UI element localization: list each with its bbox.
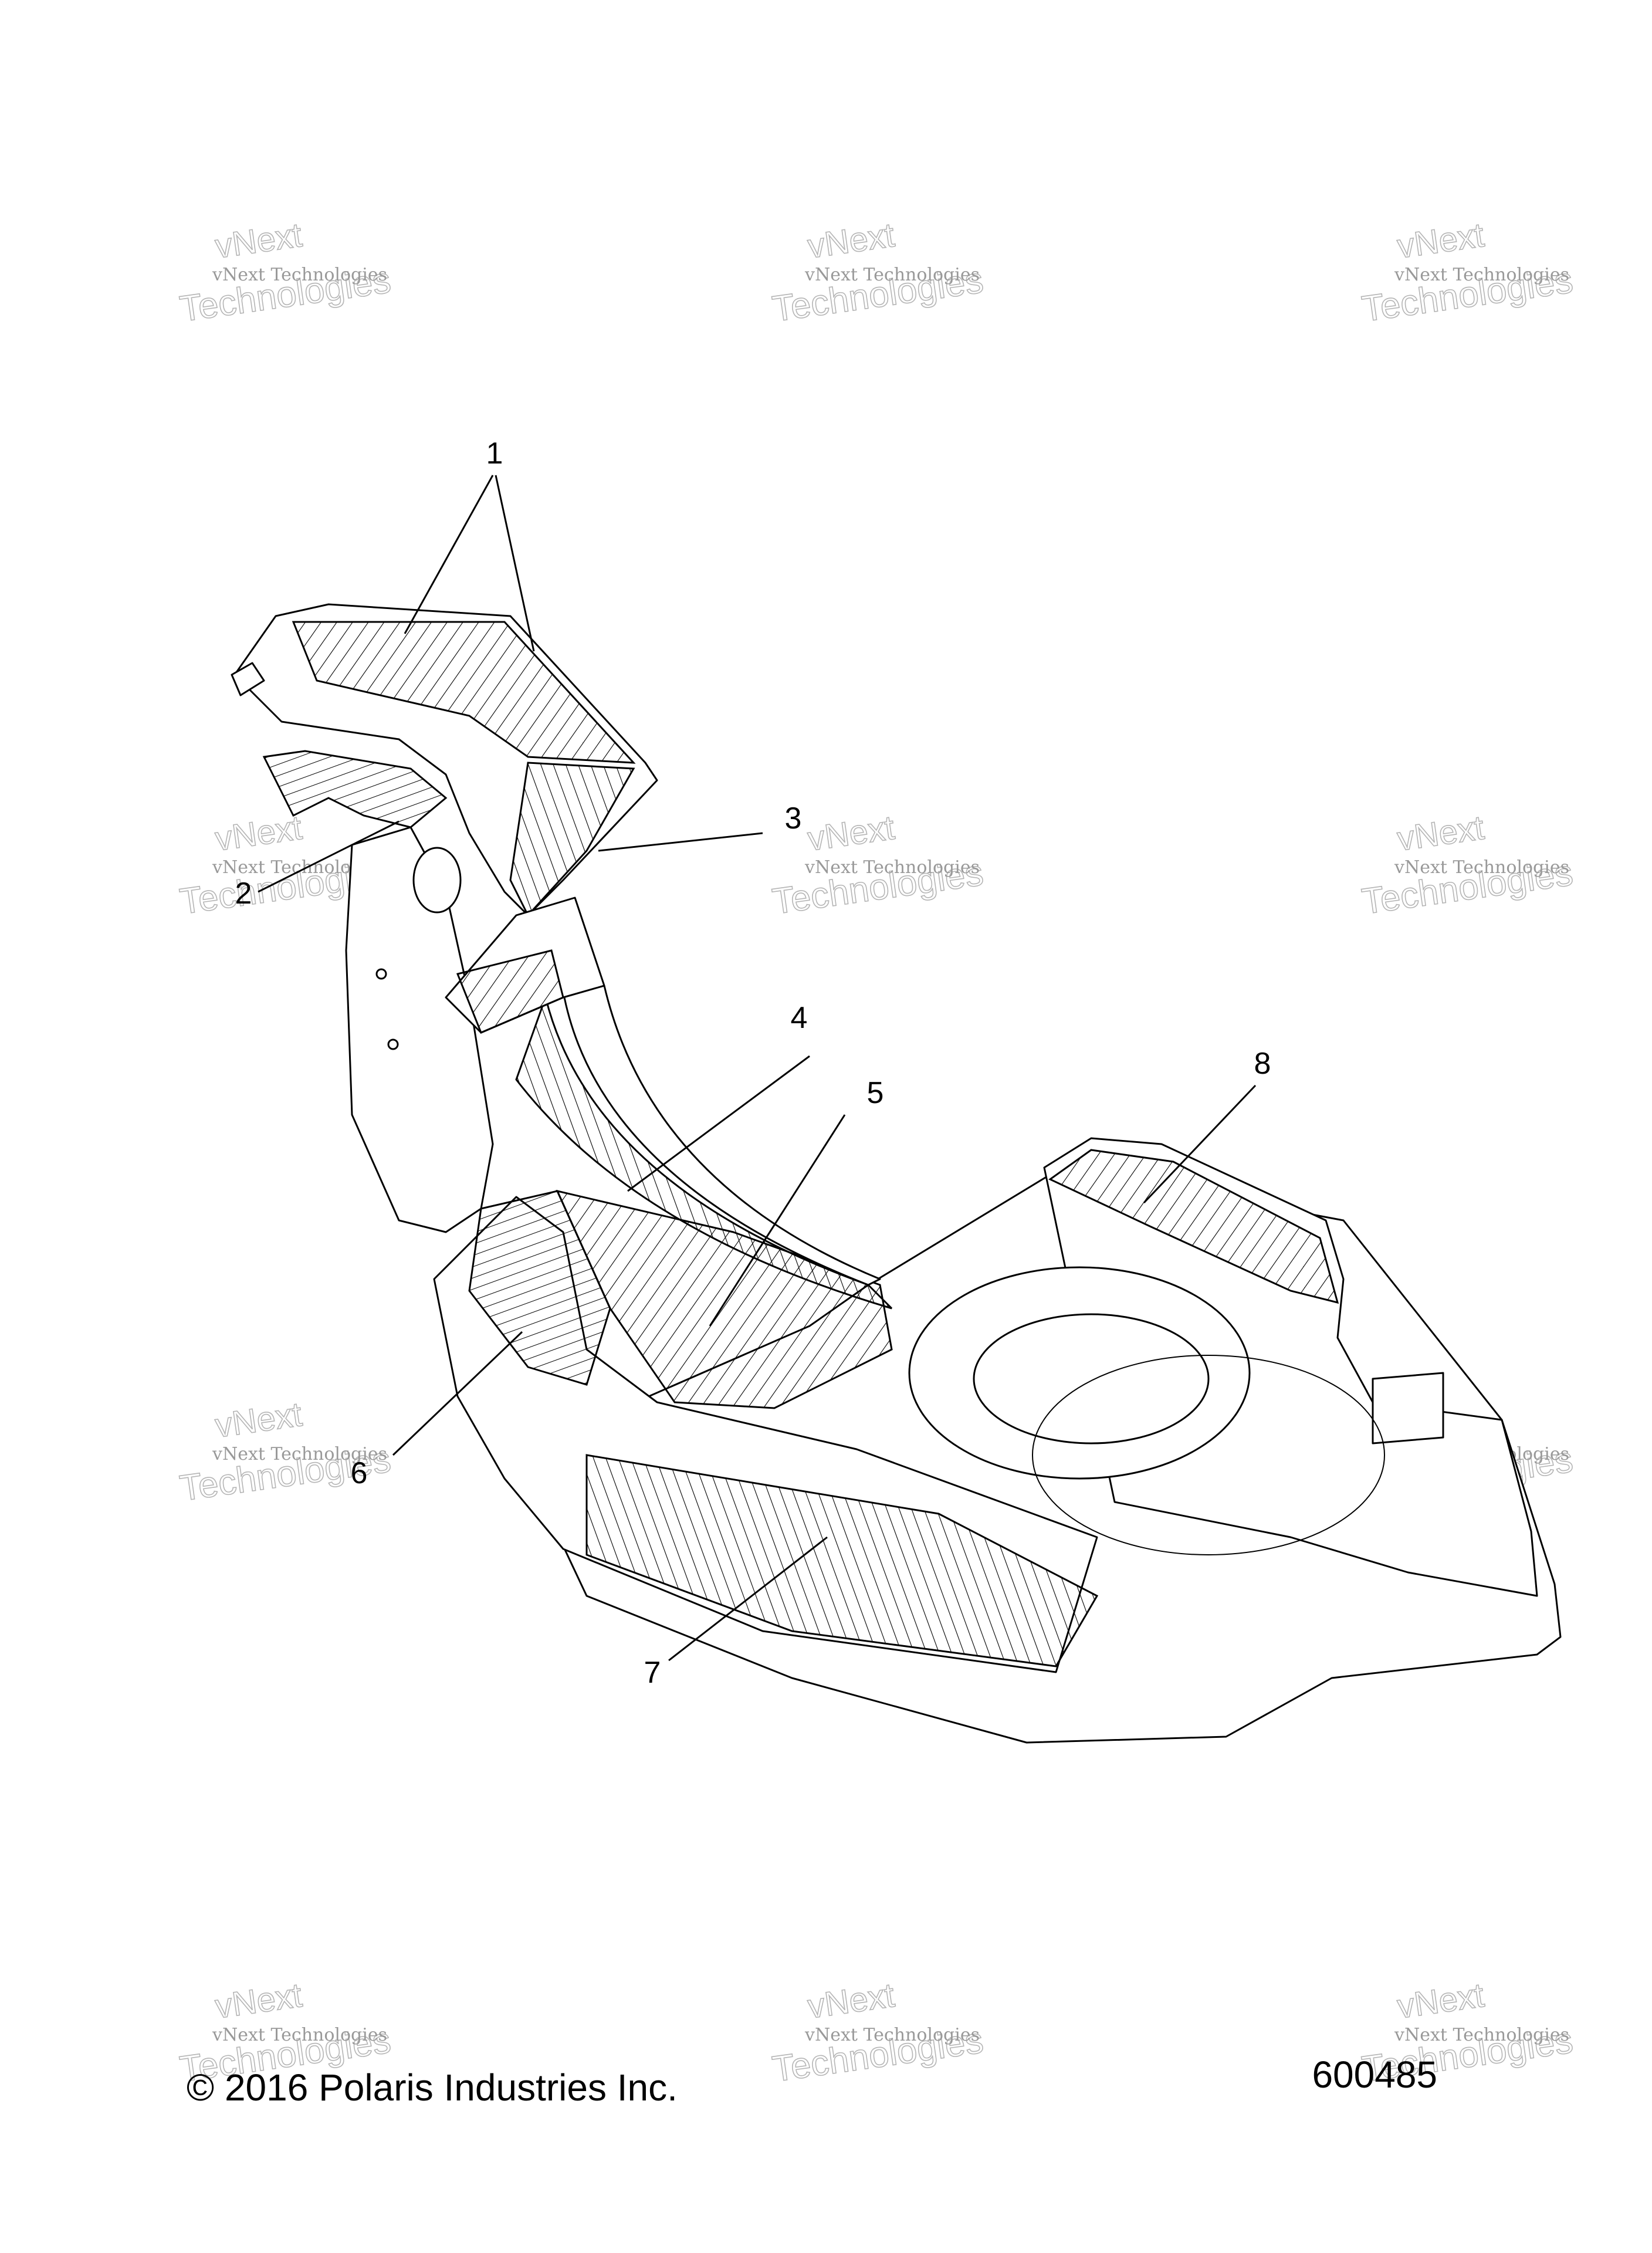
part-3-duct-lower bbox=[509, 762, 635, 917]
watermark-line-2: vNext Technologies bbox=[212, 265, 387, 285]
part-8-rail bbox=[1048, 1149, 1339, 1304]
part-4-tunnel bbox=[515, 994, 893, 1310]
leader-4 bbox=[627, 1055, 810, 1192]
leader-8 bbox=[1143, 1084, 1257, 1204]
watermark-line-2: vNext Technologies bbox=[1394, 857, 1569, 878]
copyright-text: © 2016 Polaris Industries Inc. bbox=[187, 2066, 678, 2109]
intake-tab bbox=[231, 662, 265, 696]
part-2-bracket bbox=[262, 750, 448, 828]
seat-mount-opening bbox=[973, 1313, 1210, 1445]
floor-panel-assembly bbox=[231, 603, 1562, 1744]
part-7-footrest bbox=[585, 1454, 1099, 1667]
watermark-line-1: vNext bbox=[213, 1976, 304, 2026]
callout-5: 5 bbox=[867, 1076, 884, 1110]
figure-number: 600485 bbox=[1312, 2054, 1437, 2096]
watermark-line-2: vNext Technologies bbox=[212, 1444, 387, 1464]
leader-1b bbox=[495, 475, 535, 652]
leader-2 bbox=[258, 820, 400, 893]
leader-1a bbox=[404, 475, 494, 634]
watermark-line-1: vNext bbox=[1395, 1976, 1487, 2026]
leader-6 bbox=[392, 1331, 523, 1456]
console-hole-1 bbox=[375, 968, 387, 980]
leader-7 bbox=[668, 1536, 828, 1662]
watermark-line-1: vNext bbox=[1395, 216, 1487, 266]
lower-oval-opening bbox=[1032, 1355, 1385, 1555]
callout-3: 3 bbox=[785, 801, 802, 835]
watermark-line-1: vNext bbox=[805, 1976, 897, 2026]
callout-2: 2 bbox=[235, 877, 252, 911]
leader-5 bbox=[709, 1114, 846, 1327]
watermark-line-2: vNext Technologies bbox=[804, 265, 980, 285]
callout-6: 6 bbox=[351, 1456, 368, 1490]
right-bracket bbox=[1372, 1372, 1444, 1445]
watermark-line-2: vNext Technologies bbox=[804, 2025, 980, 2045]
watermark-line-2: vNext Technologies bbox=[1394, 2025, 1569, 2045]
watermark-line-2: vNext Technologies bbox=[212, 2025, 387, 2045]
watermark-line-1: vNext bbox=[1395, 808, 1487, 858]
watermark-line-1: vNext bbox=[805, 216, 897, 266]
callout-labels: 1 2 3 4 5 6 7 8 bbox=[235, 437, 1271, 1690]
console-hole-2 bbox=[387, 1038, 399, 1050]
watermark-line-2: vNext Technologies bbox=[1394, 265, 1569, 285]
callout-4: 4 bbox=[791, 1001, 808, 1035]
callout-1: 1 bbox=[486, 437, 503, 471]
watermark-line-2: vNext Technologies bbox=[804, 857, 980, 878]
callout-8: 8 bbox=[1254, 1047, 1271, 1081]
console-neck-hatch bbox=[456, 949, 564, 1034]
watermark-line-1: vNext bbox=[213, 808, 304, 858]
leader-3 bbox=[598, 832, 763, 852]
watermark-line-1: vNext bbox=[805, 808, 897, 858]
watermark-line-1: vNext bbox=[213, 216, 304, 266]
tunnel-rear-wall bbox=[562, 985, 881, 1286]
callout-7: 7 bbox=[644, 1656, 661, 1690]
watermark-line-1: vNext bbox=[213, 1395, 304, 1445]
leader-lines bbox=[258, 475, 1257, 1662]
part-1-duct-top bbox=[292, 621, 636, 764]
console-port bbox=[412, 847, 462, 914]
